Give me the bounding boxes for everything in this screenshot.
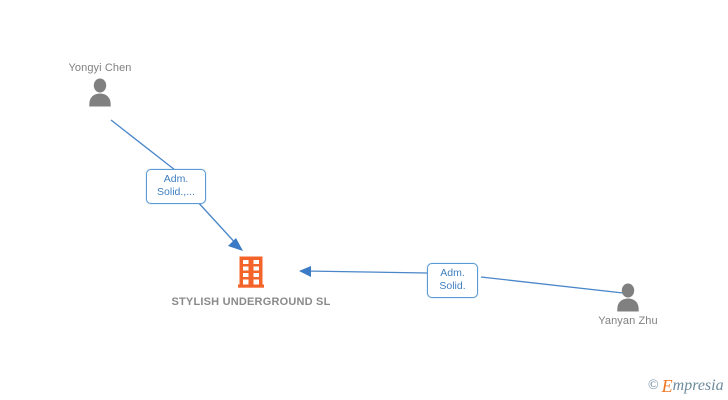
watermark-empresia: © E mpresia [648, 377, 724, 395]
edge-label-line1: Adm. [163, 173, 189, 185]
company-label-line1: STYLISH [171, 296, 220, 308]
watermark-brand-initial: E [661, 376, 673, 396]
person-icon [89, 78, 111, 107]
edge-line-yongyi-chen-upper [110, 119, 176, 171]
edge-label-yanyan-zhu[interactable]: Adm. Solid. [427, 263, 478, 298]
node-company-stylish-underground-sl[interactable]: STYLISH UNDERGROUND SL [161, 256, 341, 309]
edge-label-line2: Solid.,... [157, 186, 195, 198]
edge-label-line1: Adm. [440, 267, 465, 279]
arrowhead-to-company-from-yongyi-chen [228, 238, 243, 251]
company-label-line2: UNDERGROUND SL [222, 296, 331, 308]
node-label-yongyi-chen: Yongyi Chen [68, 62, 132, 74]
building-icon [238, 256, 264, 288]
node-label-stylish-underground-sl: STYLISH UNDERGROUND SL [161, 295, 341, 309]
node-label-yanyan-zhu: Yanyan Zhu [598, 315, 658, 327]
person-icon [617, 283, 639, 312]
copyright-icon: © [648, 378, 659, 393]
node-person-yanyan-zhu[interactable]: Yanyan Zhu [568, 283, 688, 327]
edge-label-line2: Solid. [439, 280, 466, 292]
watermark-brand-rest: mpresia [672, 377, 724, 394]
edge-line-yongyi-chen-lower [195, 199, 240, 248]
node-person-yongyi-chen[interactable]: Yongyi Chen [40, 62, 160, 107]
edge-label-yongyi-chen[interactable]: Adm. Solid.,... [146, 169, 206, 204]
